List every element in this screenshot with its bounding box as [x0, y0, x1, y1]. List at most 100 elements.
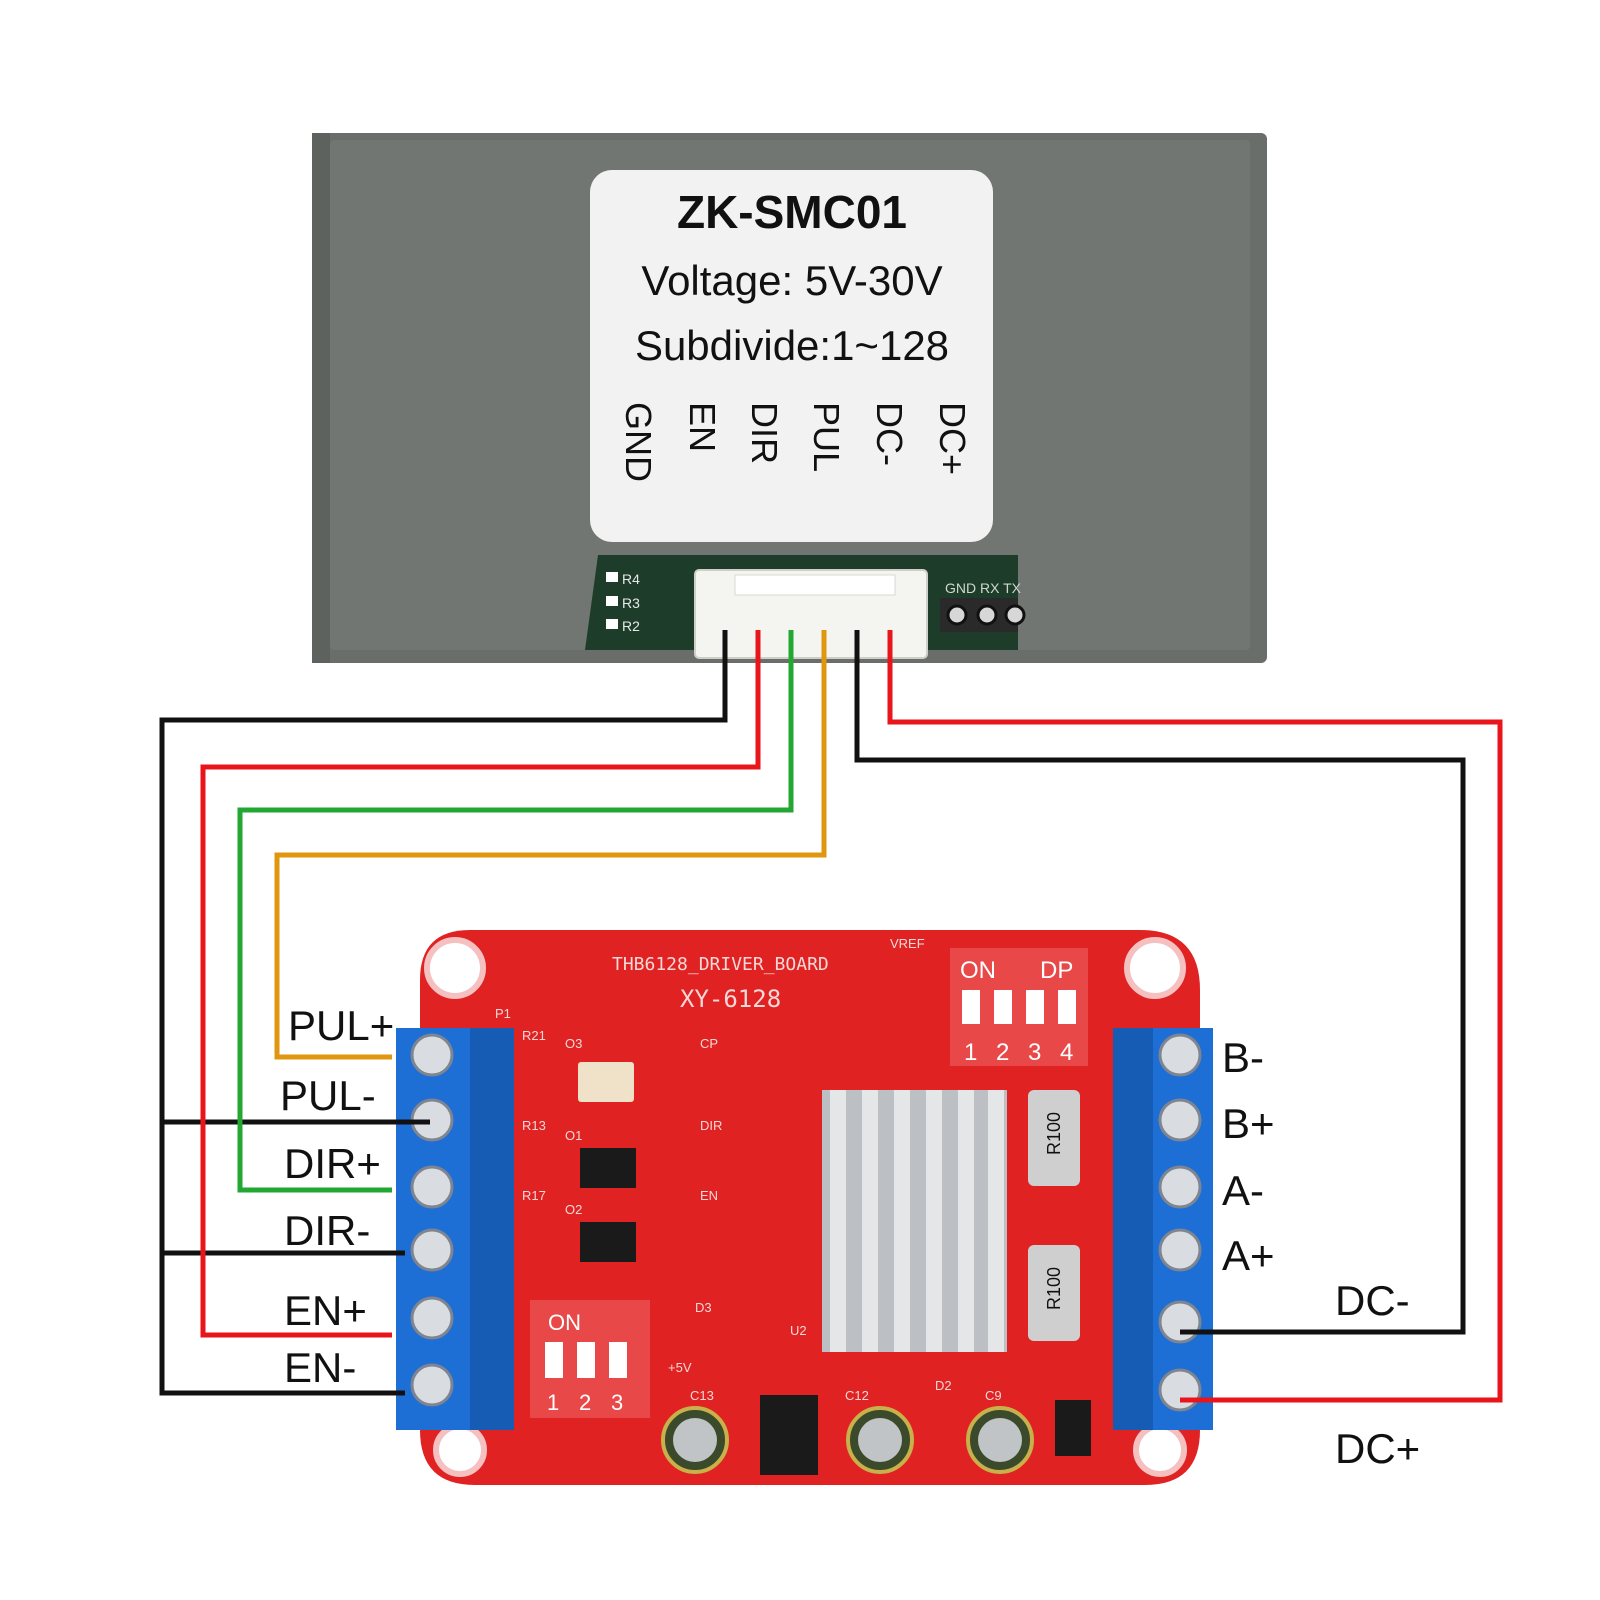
terminal-screw-a-minus — [1158, 1165, 1202, 1209]
mounting-hole — [433, 1423, 487, 1477]
dip-toggle — [1058, 990, 1076, 1024]
sense-resistor-2-marking: R100 — [1044, 1267, 1064, 1310]
capacitor-top — [978, 1418, 1022, 1462]
controller-subdivide-text: Subdivide:1~128 — [635, 322, 949, 369]
sense-resistor-2 — [1028, 1245, 1080, 1341]
diode-d1 — [1055, 1400, 1091, 1456]
terminal-screw-en-minus — [410, 1363, 454, 1407]
terminal-label-a-minus: A- — [1222, 1167, 1264, 1214]
dip-bottom-num-3: 3 — [611, 1390, 623, 1415]
silk-c13: C13 — [690, 1388, 714, 1403]
right-terminal-block-back — [1113, 1028, 1153, 1430]
mounting-hole — [1124, 937, 1186, 999]
uart-pin-rx — [976, 604, 998, 626]
pin-label-dc-minus: DC- — [869, 402, 910, 466]
wires — [159, 630, 1503, 1403]
jst-connector-top — [734, 574, 896, 596]
silk-d2: D2 — [935, 1378, 952, 1393]
driver-board: THB6128_DRIVER_BOARD XY-6128 P1 VREF — [396, 930, 1213, 1485]
terminal-screw-dir-minus — [410, 1228, 454, 1272]
dip-top-num-3: 3 — [1028, 1039, 1041, 1066]
silk-vref: VREF — [890, 936, 925, 951]
silk-u2: U2 — [790, 1323, 807, 1338]
silk-en: EN — [700, 1188, 718, 1203]
smd-pad — [606, 572, 618, 582]
voltage-regulator-u2 — [760, 1395, 818, 1475]
silk-cp: CP — [700, 1036, 718, 1051]
terminal-label-b-minus: B- — [1222, 1034, 1264, 1081]
terminal-label-dc-minus: DC- — [1335, 1277, 1410, 1324]
dip-toggle — [609, 1342, 627, 1378]
heatsink — [822, 1090, 1007, 1352]
optocoupler-o2 — [580, 1222, 636, 1262]
terminal-label-dc-plus: DC+ — [1335, 1425, 1420, 1472]
smd-pad — [606, 596, 618, 606]
heatsink-fin — [830, 1090, 846, 1352]
dip-top-num-1: 1 — [964, 1039, 977, 1066]
terminal-label-pul-plus: PUL+ — [288, 1002, 394, 1049]
pin-label-pul: PUL — [806, 402, 847, 472]
left-terminal-labels: PUL+ PUL- DIR+ DIR- EN+ EN- — [280, 1002, 394, 1391]
heatsink-fin — [958, 1090, 974, 1352]
wire-pul — [274, 630, 827, 1060]
heatsink-fin — [988, 1090, 1004, 1352]
silk-r21: R21 — [522, 1028, 546, 1043]
smd-pad — [606, 619, 618, 629]
silk-r13: R13 — [522, 1118, 546, 1133]
resistor-r4: R4 — [622, 571, 640, 587]
terminal-screw-b-minus — [1158, 1033, 1202, 1077]
controller-model-text: ZK-SMC01 — [677, 186, 907, 238]
wire-dir — [237, 630, 794, 1193]
silk-c9: C9 — [985, 1388, 1002, 1403]
uart-pin-gnd — [946, 604, 968, 626]
dip-top-num-4: 4 — [1060, 1039, 1073, 1066]
left-terminal-screws — [410, 1033, 454, 1407]
silk-o1: O1 — [565, 1128, 582, 1143]
resistor-r2: R2 — [622, 618, 640, 634]
heatsink-fin — [926, 1090, 942, 1352]
wire-dc-plus — [887, 630, 1503, 1403]
dip-toggle — [545, 1342, 563, 1378]
right-terminal-labels: B- B+ A- A+ DC- DC+ — [1222, 1034, 1420, 1472]
silk-o2: O2 — [565, 1202, 582, 1217]
resistor-r3: R3 — [622, 595, 640, 611]
optocoupler-o1 — [580, 1148, 636, 1188]
heatsink-fin — [862, 1090, 878, 1352]
terminal-screw-a-plus — [1158, 1228, 1202, 1272]
terminal-label-en-plus: EN+ — [284, 1287, 367, 1334]
controller-module: ZK-SMC01 Voltage: 5V-30V Subdivide:1~128… — [312, 133, 1267, 663]
sense-resistor-1 — [1028, 1090, 1080, 1186]
dip-toggle — [577, 1342, 595, 1378]
terminal-label-a-plus: A+ — [1222, 1232, 1275, 1279]
controller-case-edge — [312, 133, 330, 663]
pin-label-en: EN — [682, 402, 723, 452]
terminal-screw-b-plus — [1158, 1098, 1202, 1142]
silk-o3: O3 — [565, 1036, 582, 1051]
terminal-screw-dir-plus — [410, 1165, 454, 1209]
dip-top-dp-label: DP — [1040, 957, 1073, 984]
silk-dir: DIR — [700, 1118, 722, 1133]
dip-bottom-num-1: 1 — [547, 1390, 559, 1415]
terminal-screw-en-plus — [410, 1296, 454, 1340]
wire-dc-minus — [854, 630, 1466, 1335]
left-terminal-block-back — [470, 1028, 514, 1430]
terminal-label-b-plus: B+ — [1222, 1100, 1275, 1147]
dip-top-num-2: 2 — [996, 1039, 1009, 1066]
dip-toggle — [1026, 990, 1044, 1024]
capacitor-top — [858, 1418, 902, 1462]
silk-p1: P1 — [495, 1006, 511, 1021]
dip-bottom-on-label: ON — [548, 1310, 581, 1335]
dip-bottom-num-2: 2 — [579, 1390, 591, 1415]
silk-r17: R17 — [522, 1188, 546, 1203]
terminal-screw-dc-minus — [1158, 1300, 1202, 1344]
sense-resistor-1-marking: R100 — [1044, 1112, 1064, 1155]
board-model: XY-6128 — [680, 985, 781, 1013]
controller-voltage-text: Voltage: 5V-30V — [641, 257, 942, 304]
heatsink-base — [822, 1090, 1007, 1352]
silk-plus5v: +5V — [668, 1360, 692, 1375]
terminal-label-pul-minus: PUL- — [280, 1072, 376, 1119]
pin-label-dir: DIR — [744, 402, 785, 464]
controller-label-sticker — [590, 170, 993, 542]
pin-label-dc-plus: DC+ — [932, 402, 973, 475]
